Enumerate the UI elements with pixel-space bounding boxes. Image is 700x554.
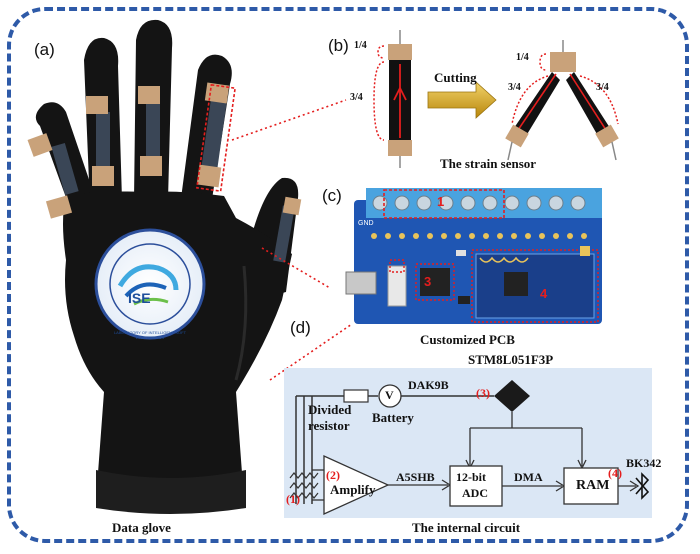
strain-sensor-cut	[505, 40, 619, 161]
bluetooth-icon	[635, 472, 650, 500]
cutting-arrow	[427, 81, 497, 119]
sensor-three-quarter-label: 3/4	[350, 92, 363, 103]
tape-patches	[27, 82, 302, 219]
panel-label-c: (c)	[322, 186, 342, 205]
internal-circuit	[284, 368, 652, 518]
data-glove	[27, 19, 302, 514]
caption-strain-sensor: The strain sensor	[440, 156, 537, 171]
panel-label-b: (b)	[328, 36, 349, 55]
cut-sensor-quarter-label: 1/4	[516, 52, 529, 63]
divided-label: Divided	[308, 402, 352, 417]
caption-data-glove: Data glove	[112, 520, 171, 535]
adc-label-2: ADC	[462, 486, 488, 500]
battery-label: Battery	[372, 410, 414, 425]
strain-sensor-straight	[373, 30, 412, 168]
caption-internal-circuit: The internal circuit	[412, 520, 521, 535]
pcb-mark-1: 1	[437, 194, 445, 209]
marker-3: (3)	[476, 386, 490, 400]
leader-line-d	[269, 323, 353, 381]
marker-1: (1)	[286, 492, 300, 506]
panel-label-d: (d)	[290, 318, 311, 337]
dashed-frame	[7, 7, 689, 543]
ise-logo	[94, 228, 206, 340]
mcu-label: STM8L051F3P	[468, 352, 554, 367]
ram-label: RAM	[576, 478, 610, 493]
marker-4: (4)	[608, 466, 622, 480]
cutting-label: Cutting	[434, 70, 477, 85]
bk342-label: BK342	[626, 456, 662, 470]
pcb-mark-4: 4	[540, 286, 548, 301]
dak-label: DAK9B	[408, 378, 449, 392]
pcb-gnd-label: GND	[358, 220, 374, 227]
logo-ring-text: LABORATORY OF INTELLIGENT SOFT ELECTRONI…	[113, 330, 187, 340]
dma-label: DMA	[514, 470, 543, 484]
adc-label-1: 12-bit	[456, 470, 486, 484]
resistor-label: resistor	[308, 418, 350, 433]
amplify-label: Amplify	[330, 482, 376, 497]
cut-sensor-right-label: 3/4	[596, 82, 609, 93]
a5shb-label: A5SHB	[396, 470, 435, 484]
pcb-mark-3: 3	[424, 274, 432, 289]
finger-sensors	[51, 91, 295, 263]
sensor-quarter-label: 1/4	[354, 40, 367, 51]
voltmeter-label: V	[385, 388, 394, 402]
caption-pcb: Customized PCB	[420, 332, 515, 347]
leader-line-b	[231, 99, 347, 141]
logo-text: ISE	[128, 290, 151, 306]
marker-2: (2)	[326, 468, 340, 482]
leader-line-c	[261, 247, 331, 289]
cut-sensor-left-label: 3/4	[508, 82, 521, 93]
panel-label-a: (a)	[34, 40, 55, 59]
customized-pcb	[345, 188, 602, 324]
